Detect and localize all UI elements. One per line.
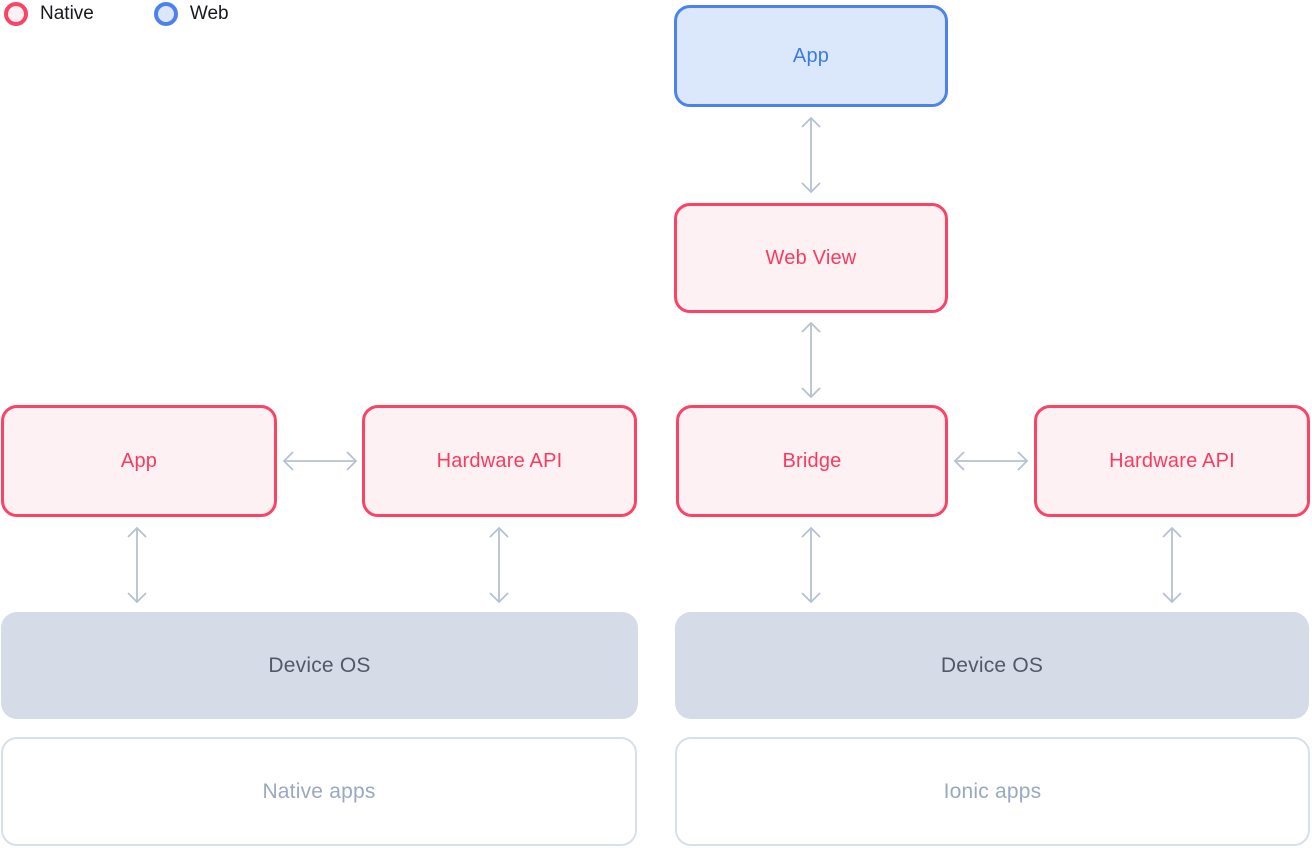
node-native-device-os: Device OS — [1, 612, 638, 719]
node-native-hardware-api: Hardware API — [362, 405, 637, 517]
legend-label-native: Native — [40, 3, 94, 24]
legend-label-web: Web — [189, 3, 229, 24]
arrow-ionic-app-webview — [799, 115, 823, 195]
node-ionic-app: App — [674, 5, 948, 107]
node-native-apps-caption: Native apps — [1, 737, 637, 846]
arrow-ionic-hardware-os — [1160, 525, 1184, 605]
native-circle-icon — [4, 2, 28, 26]
arrow-ionic-webview-bridge — [799, 320, 823, 400]
node-ionic-bridge: Bridge — [676, 405, 948, 517]
node-native-app: App — [1, 405, 277, 517]
arrow-native-app-hardware — [281, 449, 359, 473]
node-ionic-hardware-api: Hardware API — [1034, 405, 1310, 517]
arrow-ionic-bridge-hardware — [952, 449, 1030, 473]
node-ionic-web-view: Web View — [674, 203, 948, 313]
web-circle-icon — [153, 2, 178, 26]
arrow-ionic-bridge-os — [799, 525, 823, 605]
legend: Native Web — [4, 2, 229, 26]
node-ionic-apps-caption: Ionic apps — [675, 737, 1310, 846]
node-ionic-device-os: Device OS — [675, 612, 1309, 719]
arrow-native-app-os — [125, 525, 149, 605]
legend-item-native: Native — [4, 2, 94, 26]
legend-item-web: Web — [153, 2, 229, 26]
arrow-native-hardware-os — [487, 525, 511, 605]
